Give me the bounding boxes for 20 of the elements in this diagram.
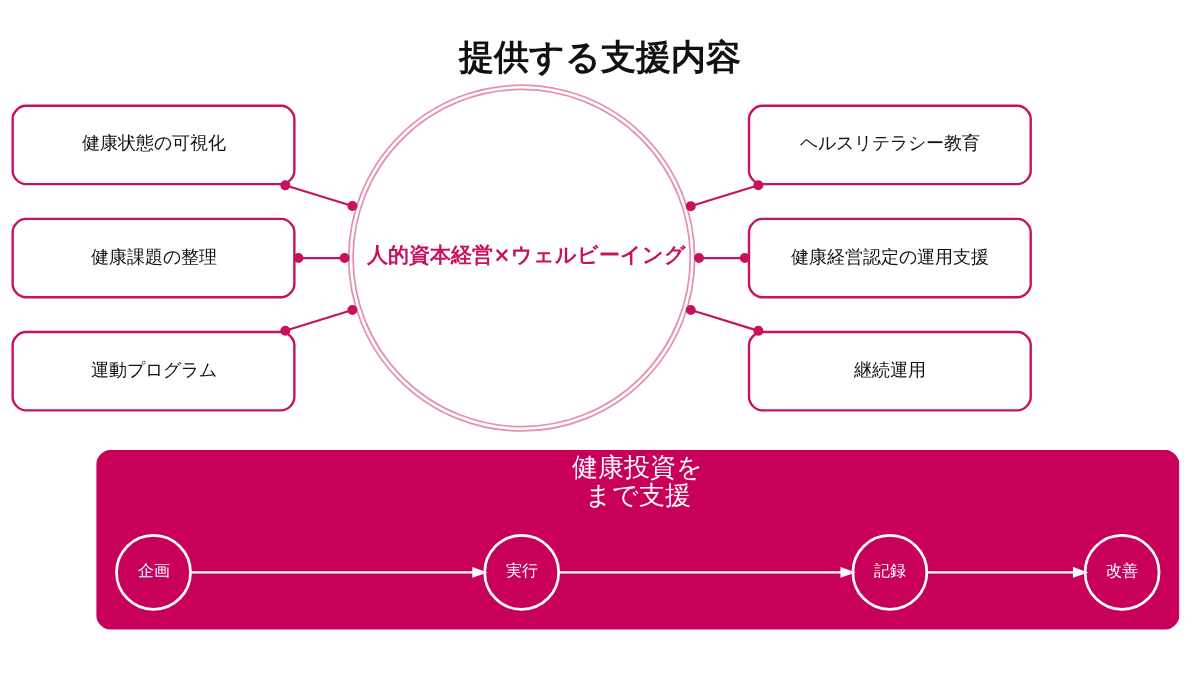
node-circle: 記録 <box>851 533 929 611</box>
connector <box>293 252 350 263</box>
arrow <box>926 566 1089 578</box>
connector <box>685 179 764 211</box>
node-circle: 実行 <box>483 533 561 611</box>
node-box: 健康課題の整理 <box>11 217 296 298</box>
node-box: 継続運用 <box>747 330 1032 412</box>
arrow <box>558 566 856 578</box>
diagram-title: 提供する支援内容 <box>458 36 741 77</box>
node-box: 健康経営認定の運用支援 <box>747 217 1032 298</box>
node-circle: 改善 <box>1083 533 1161 611</box>
connector <box>280 179 358 211</box>
connector <box>693 252 750 263</box>
connector <box>685 304 764 336</box>
node-box: 運動プログラム <box>11 330 296 412</box>
node-box: ヘルスリテラシー教育 <box>747 104 1032 185</box>
node-circle: 企画 <box>115 533 192 611</box>
node-box: 健康状態の可視化 <box>11 104 296 185</box>
connector <box>280 304 358 336</box>
arrow <box>190 566 488 578</box>
